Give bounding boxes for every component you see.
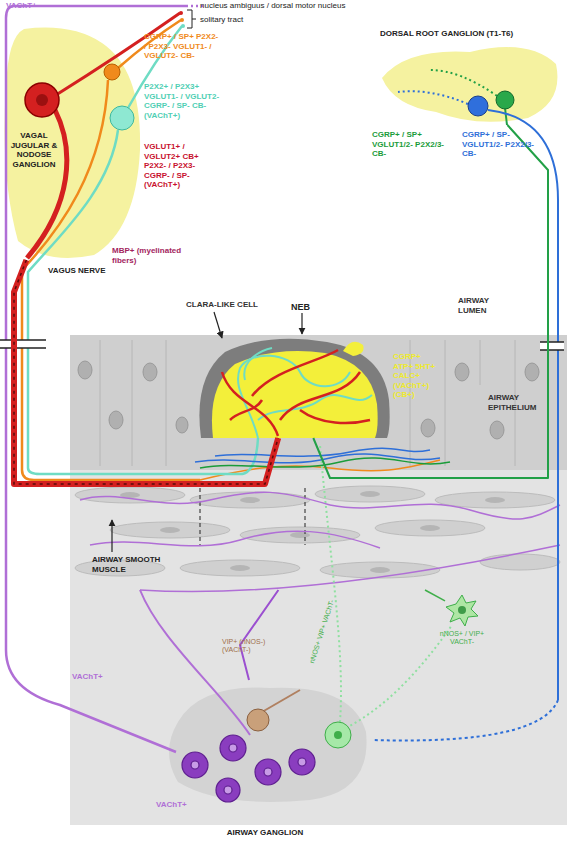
violet-motor-fiber bbox=[330, 504, 560, 519]
node-outline bbox=[343, 342, 364, 356]
pointer-arrow bbox=[111, 520, 112, 552]
muscle-boundary bbox=[200, 488, 201, 545]
node-outline bbox=[378, 40, 560, 125]
intrinsic-fiber bbox=[262, 445, 452, 728]
nucleus-label: nucleus ambiguus / dorsal motor nucleus bbox=[200, 1, 500, 11]
smooth-muscle-cell bbox=[180, 560, 300, 576]
region-label: AIRWAY EPITHELIUM bbox=[488, 393, 542, 412]
muscle-nucleus bbox=[360, 491, 380, 497]
smooth-muscle-cell bbox=[480, 554, 560, 570]
violet-motor-fiber bbox=[80, 492, 330, 505]
marker-list: CGRP+ ATP+ 5HT+ CALC+ (VAChT+) (CB+) bbox=[393, 352, 439, 400]
node-outline bbox=[382, 47, 557, 122]
fiber-terminal bbox=[179, 11, 185, 28]
region-label: AIRWAY SMOOTH MUSCLE bbox=[92, 555, 164, 574]
ganglion-region: VAGAL JUGULAR & NODOSE GANGLION bbox=[2, 25, 142, 260]
pointer-arrow bbox=[301, 313, 302, 334]
region-label: DORSAL ROOT GANGLION (T1-T6) bbox=[380, 29, 560, 39]
epithelium-band: AIRWAY EPITHELIUM NEBCGRP+ ATP+ 5HT+ CALC… bbox=[70, 335, 567, 470]
fiber-terminal bbox=[180, 18, 184, 22]
smooth-muscle-cell bbox=[75, 487, 185, 503]
intrinsic-fiber bbox=[346, 625, 452, 728]
lamina-propria bbox=[70, 470, 567, 825]
marker-label: VAChT+ bbox=[72, 672, 122, 682]
smooth-muscle-cell bbox=[190, 492, 310, 508]
motor-nerve-fiber bbox=[240, 590, 278, 680]
region-label: CLARA-LIKE CELL bbox=[186, 300, 276, 310]
violet-motor-fiber bbox=[140, 545, 560, 592]
smooth-muscle-cell bbox=[315, 486, 425, 502]
smooth-muscle-cell bbox=[110, 522, 230, 538]
node-outline bbox=[446, 595, 478, 626]
motor-nerve-fiber bbox=[240, 590, 278, 680]
motor-nerve-fiber bbox=[425, 590, 445, 601]
intrinsic-neuron: nNOS+ / VIP+ VAChT- bbox=[445, 593, 479, 627]
fiber-terminal bbox=[179, 11, 183, 15]
node-outline bbox=[445, 593, 479, 627]
node-outline bbox=[160, 680, 370, 805]
marker-list: nNOS+ / VIP+ VAChT- bbox=[437, 630, 487, 647]
neuroepithelial-body: NEBCGRP+ ATP+ 5HT+ CALC+ (VAChT+) (CB+) bbox=[195, 338, 390, 438]
nerve-label: VAGUS NERVE bbox=[48, 266, 110, 276]
muscle-nucleus bbox=[240, 497, 260, 503]
nerve-break bbox=[0, 339, 46, 341]
smooth-muscle-layer: AIRWAY SMOOTH MUSCLE bbox=[70, 475, 567, 590]
smooth-muscle-cell bbox=[75, 486, 560, 578]
region-label: AIRWAY LUMEN bbox=[458, 296, 518, 315]
muscle-nucleus bbox=[160, 527, 180, 533]
node-outline bbox=[212, 351, 378, 438]
marker-list: P2X2+ / P2X3+ VGLUT1- / VGLUT2- CGRP- / … bbox=[144, 82, 222, 120]
region-label: VAGAL JUGULAR & NODOSE GANGLION bbox=[4, 131, 64, 169]
smooth-muscle-cell bbox=[240, 527, 360, 543]
solitary-tract-bracket bbox=[187, 10, 196, 28]
fiber-terminal bbox=[181, 24, 185, 28]
motor-nerve-fiber bbox=[425, 590, 445, 601]
node-outline bbox=[458, 606, 466, 614]
muscle-nucleus bbox=[420, 525, 440, 531]
muscle-boundary bbox=[200, 488, 305, 545]
muscle-nucleus bbox=[370, 567, 390, 573]
lamina-propria bbox=[70, 470, 567, 825]
smooth-muscle-cell bbox=[375, 520, 485, 536]
drg-blue-neuron bbox=[372, 700, 558, 741]
ganglion-region: DORSAL ROOT GANGLION (T1-T6) bbox=[378, 40, 560, 125]
nerve-break bbox=[0, 340, 46, 348]
muscle-boundary bbox=[305, 488, 306, 545]
marker-list: VGLUT1+ / VGLUT2+ CB+ P2X2- / P2X3- CGRP… bbox=[144, 142, 222, 190]
intrinsic-fiber bbox=[320, 445, 341, 722]
violet-motor-fiber bbox=[90, 531, 380, 548]
marker-list: MBP+ (myelinated fibers) bbox=[112, 246, 188, 265]
smooth-muscle-cell bbox=[435, 492, 555, 508]
marker-list: CGRP+ / SP+ VGLUT1/2- P2X2/3- CB- bbox=[372, 130, 454, 159]
muscle-nucleus bbox=[120, 492, 140, 498]
marker-list: CGRP+ / SP+ P2X2- / P2X3- VGLUT1- / VGLU… bbox=[144, 32, 222, 61]
nerve-break bbox=[0, 347, 46, 349]
marker-list: VIP+ (nNOS-) (VAChT-) bbox=[222, 638, 270, 655]
node-outline bbox=[5, 28, 141, 258]
node-outline bbox=[195, 338, 390, 438]
node-outline bbox=[169, 688, 367, 802]
muscle-nucleus bbox=[230, 565, 250, 571]
muscle-nucleus bbox=[120, 491, 505, 573]
region-label: AIRWAY GANGLION bbox=[205, 828, 325, 838]
smooth-muscle-cell bbox=[320, 562, 440, 578]
node-outline bbox=[199, 339, 389, 438]
muscle-nucleus bbox=[485, 497, 505, 503]
marker-label: VAChT+ bbox=[6, 1, 66, 11]
muscle-nucleus bbox=[290, 532, 310, 538]
marker-label: VAChT+ bbox=[156, 800, 206, 810]
marker-list: CGRP+ / SP- VGLUT1/2- P2X2/3- CB- bbox=[462, 130, 544, 159]
solitary-tract-bracket bbox=[187, 10, 196, 28]
tract-label: solitary tract bbox=[200, 15, 280, 25]
airway-ganglion: AIRWAY GANGLION bbox=[160, 680, 370, 805]
region-label: NEB bbox=[291, 302, 321, 313]
